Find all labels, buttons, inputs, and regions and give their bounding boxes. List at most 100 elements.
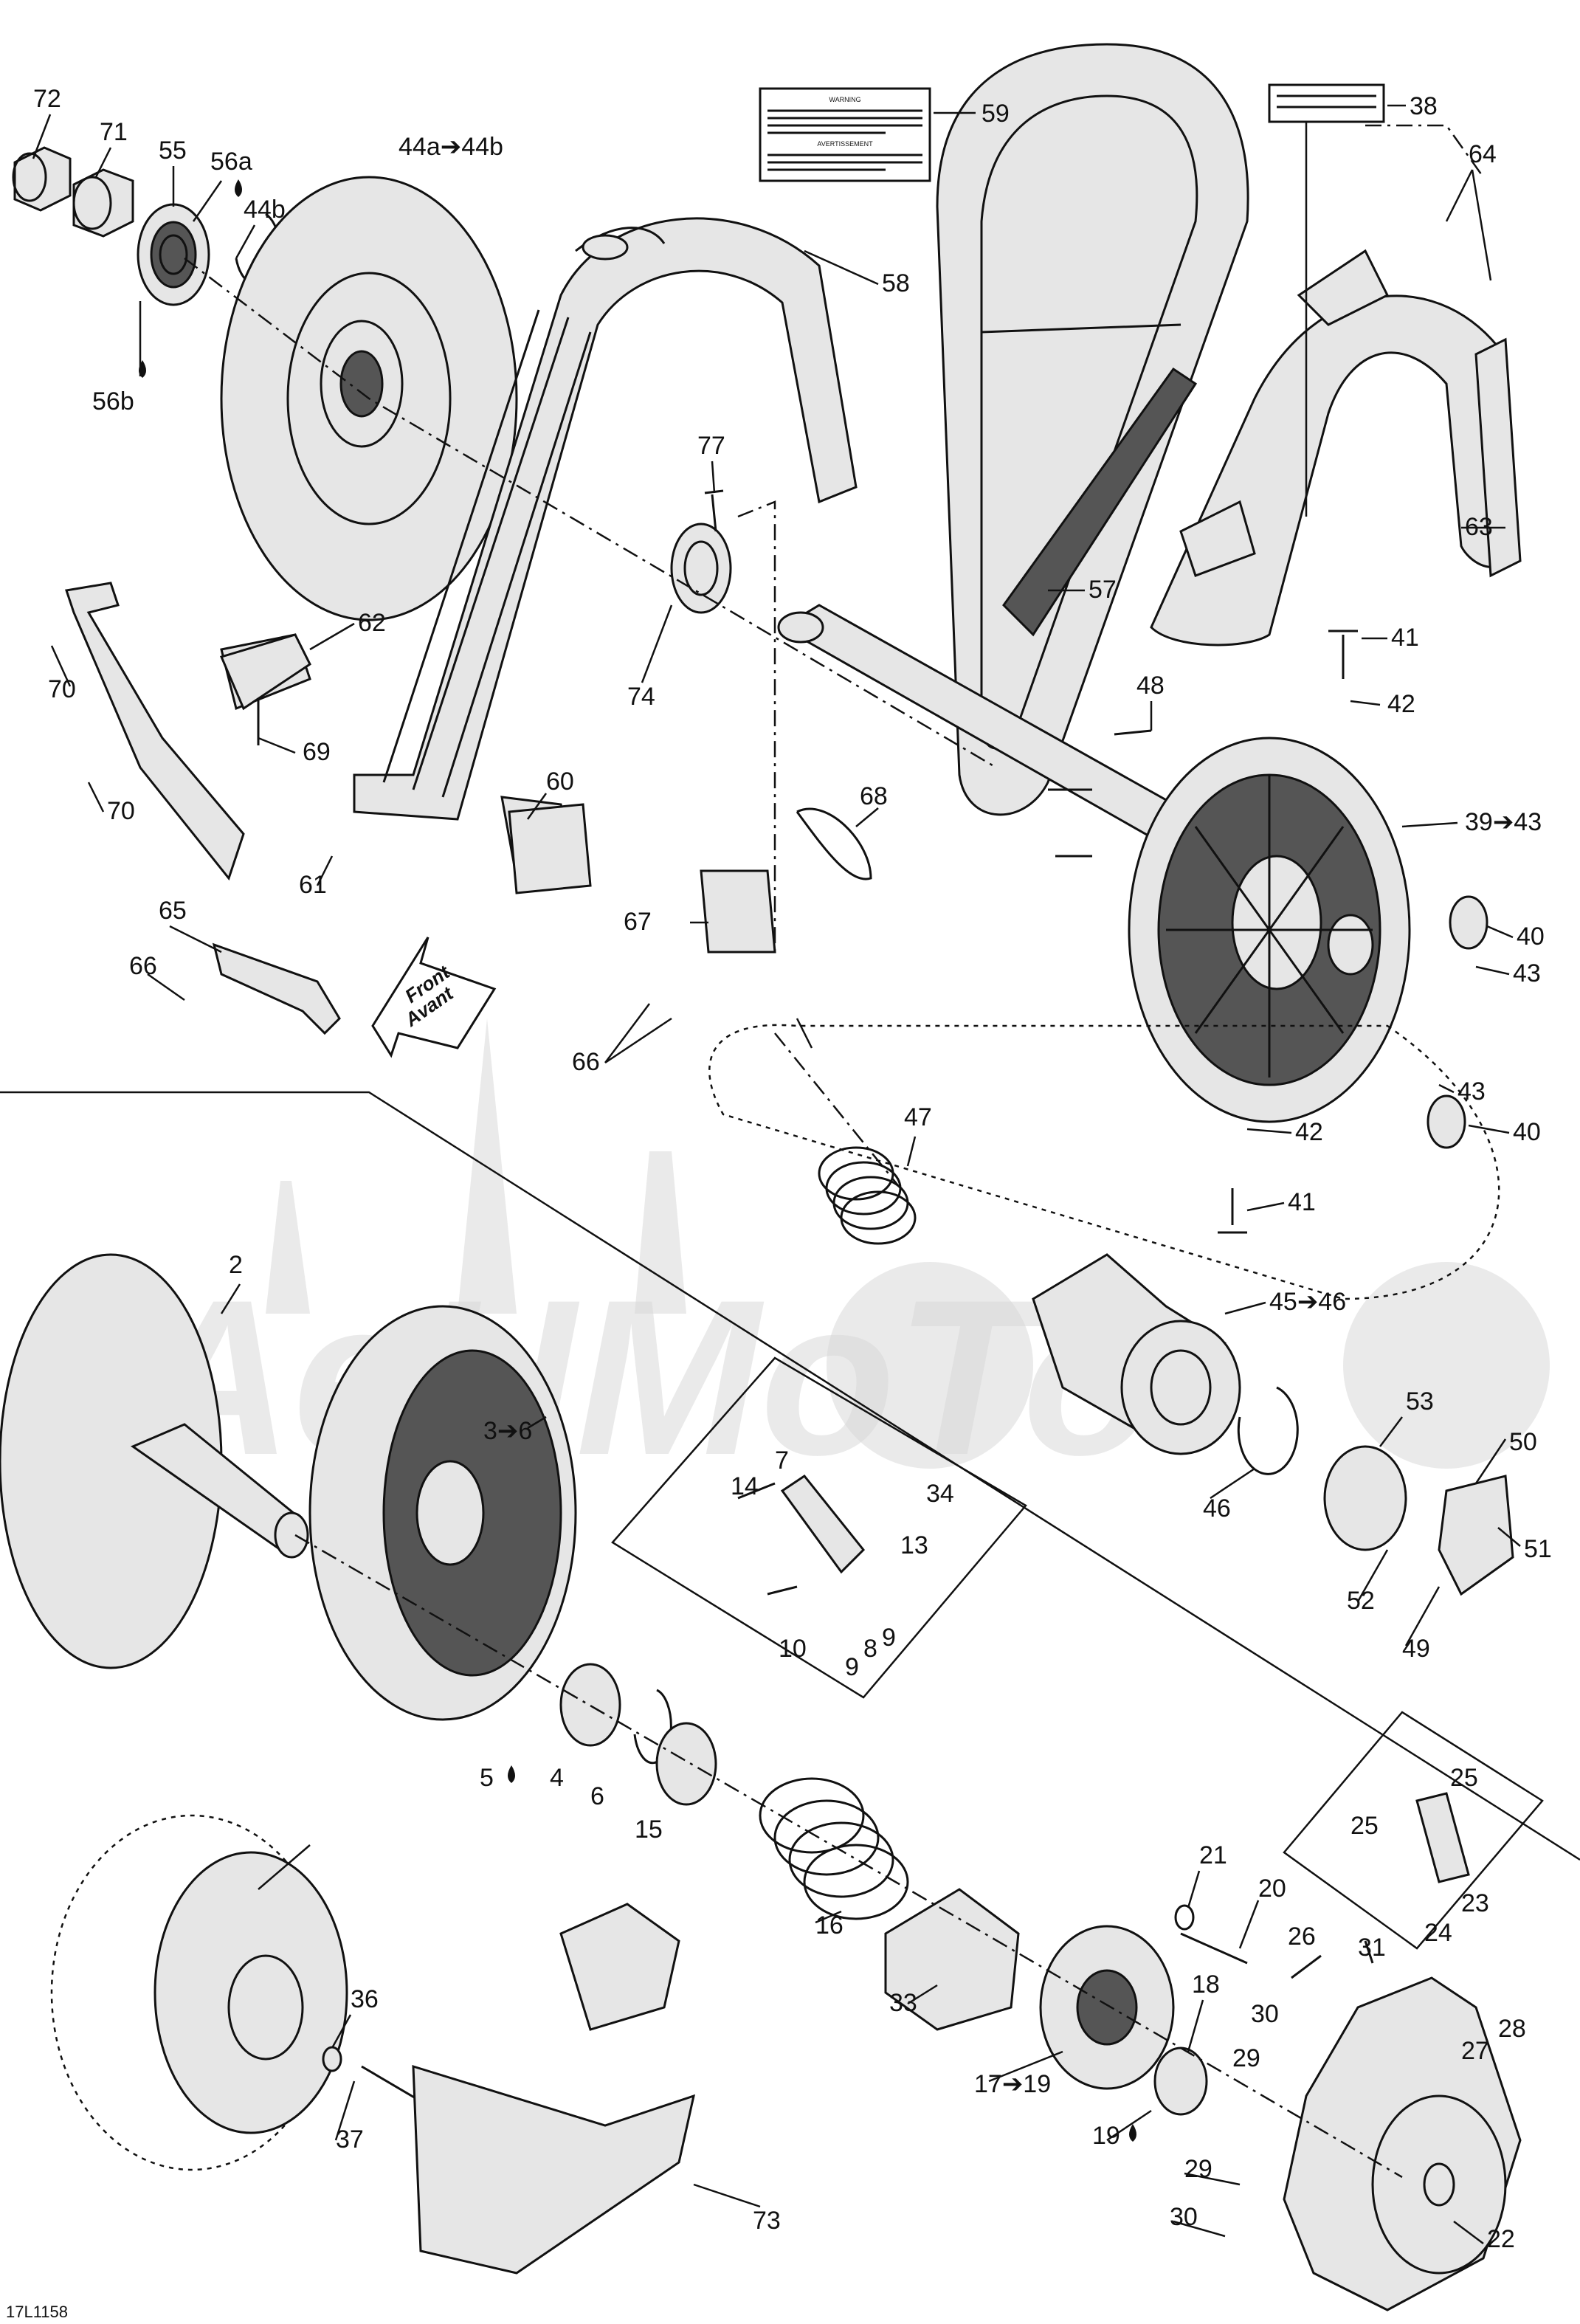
fixed-sheave-drive: [0, 1253, 309, 1669]
spider-bolt: [1180, 1932, 1248, 1965]
mount-bracket: [212, 942, 341, 1035]
cover-fasteners: [1291, 1940, 1374, 1979]
callout-23: 23: [1461, 1889, 1489, 1917]
axis-line-cover: [1365, 124, 1485, 178]
callout-44a-44b: 44a➔44b: [399, 133, 503, 161]
callout-68: 68: [860, 782, 888, 810]
callout-24: 24: [1424, 1919, 1452, 1947]
callout-30-top: 30: [1251, 2000, 1279, 2028]
thrust-washer: [655, 1722, 717, 1806]
diagram-reference: 17L1158: [6, 2303, 68, 2321]
bushing: [559, 1663, 621, 1747]
axis-line-spring: [774, 1032, 901, 1189]
callout-15: 15: [635, 1816, 663, 1844]
pins: [1048, 729, 1152, 858]
callout-51: 51: [1524, 1535, 1552, 1563]
torque-spring: [818, 1146, 917, 1245]
watermark-text: AeHMoTo: [126, 1253, 1158, 1501]
end-cover: [1283, 1976, 1522, 2311]
callout-67: 67: [624, 908, 652, 936]
callout-72: 72: [33, 85, 61, 113]
callout-25-left: 25: [1350, 1812, 1379, 1840]
callout-49: 49: [1402, 1635, 1430, 1663]
callout-77: 77: [697, 432, 725, 460]
callout-9-left: 9: [845, 1653, 859, 1681]
axis-line-hinge: [737, 500, 776, 952]
rollers: [1427, 895, 1488, 1149]
callout-53: 53: [1406, 1387, 1434, 1416]
callout-44b: 44b: [244, 196, 286, 224]
callout-45-46: 45➔46: [1269, 1288, 1346, 1316]
callout-25-right: 25: [1450, 1764, 1478, 1792]
callout-56a: 56a: [210, 148, 252, 176]
drive-belt: [936, 43, 1249, 816]
callout-69: 69: [303, 738, 331, 766]
hair-pin: [796, 807, 872, 880]
callout-58: 58: [882, 269, 910, 297]
callout-70-bottom: 70: [107, 797, 135, 825]
callout-2: 2: [229, 1251, 243, 1279]
front-direction-arrow: Front Avant: [371, 937, 497, 1058]
callout-52: 52: [1347, 1587, 1375, 1615]
callout-3-6: 3➔6: [483, 1417, 532, 1445]
callout-73: 73: [753, 2207, 781, 2235]
callout-20: 20: [1258, 1875, 1286, 1903]
callout-19: 19: [1092, 2122, 1120, 2150]
callout-38: 38: [1410, 92, 1438, 120]
movable-sheave: [308, 1305, 577, 1721]
spider-washer: [1174, 1904, 1195, 1931]
callout-5: 5: [480, 1764, 494, 1792]
seal: [670, 523, 732, 614]
bolts: [1218, 630, 1358, 1234]
axis-line-bottom: [294, 1534, 1403, 2179]
callout-27: 27: [1461, 2037, 1489, 2065]
drive-pulley-assembly: [50, 1814, 348, 2171]
bracket: [508, 803, 592, 894]
axis-line-top: [184, 258, 997, 769]
assembly-oval: [708, 1024, 1500, 1300]
callout-74: 74: [627, 683, 655, 711]
callout-59: 59: [982, 100, 1010, 128]
assembly-frame: [0, 1091, 1580, 1861]
shim-washer: [1323, 1445, 1407, 1551]
callout-17-19: 17➔19: [974, 2070, 1051, 2098]
callout-9-right: 9: [882, 1624, 896, 1652]
callout-40-top: 40: [1517, 923, 1545, 951]
callout-42-top: 42: [1387, 690, 1415, 718]
callout-13: 13: [900, 1531, 928, 1559]
governor-detail-box: [1283, 1711, 1544, 1950]
callout-47: 47: [904, 1103, 932, 1131]
callout-43-top: 43: [1513, 959, 1541, 987]
callout-39-43: 39➔43: [1465, 808, 1542, 836]
callout-34: 34: [926, 1480, 954, 1508]
decal: [1268, 83, 1385, 123]
bearing-stack: [12, 146, 281, 306]
callout-55: 55: [159, 137, 187, 165]
callout-28: 28: [1498, 2015, 1526, 2043]
leader-lines: [32, 104, 1521, 2244]
watermark: AeHMoTo: [126, 1018, 1550, 1501]
callout-43-bottom: 43: [1457, 1077, 1486, 1106]
callout-6: 6: [590, 1782, 604, 1810]
cam: [1032, 1253, 1241, 1455]
callout-31: 31: [1358, 1934, 1386, 1962]
callout-65: 65: [159, 897, 187, 925]
callout-71: 71: [100, 118, 128, 146]
callout-50: 50: [1509, 1428, 1537, 1456]
callout-56b: 56b: [92, 387, 134, 416]
callout-7: 7: [775, 1447, 789, 1475]
callout-41-bottom: 41: [1288, 1188, 1316, 1216]
callout-46: 46: [1203, 1494, 1231, 1523]
callout-22: 22: [1487, 2225, 1515, 2253]
lever-detail-box: [611, 1356, 1027, 1699]
sleeve: [884, 1888, 1020, 2031]
callout-66-center: 66: [572, 1048, 600, 1076]
callout-48: 48: [1136, 672, 1165, 700]
warning-heading-en: WARNING: [829, 96, 860, 103]
pulley-washer: [322, 2046, 342, 2072]
callout-36: 36: [351, 1985, 379, 2013]
pulley-cover: [1150, 249, 1522, 646]
lower-bracket: [412, 1903, 696, 2275]
warning-heading-fr: AVERTISSEMENT: [817, 140, 873, 148]
callout-29-top: 29: [1232, 2044, 1260, 2072]
